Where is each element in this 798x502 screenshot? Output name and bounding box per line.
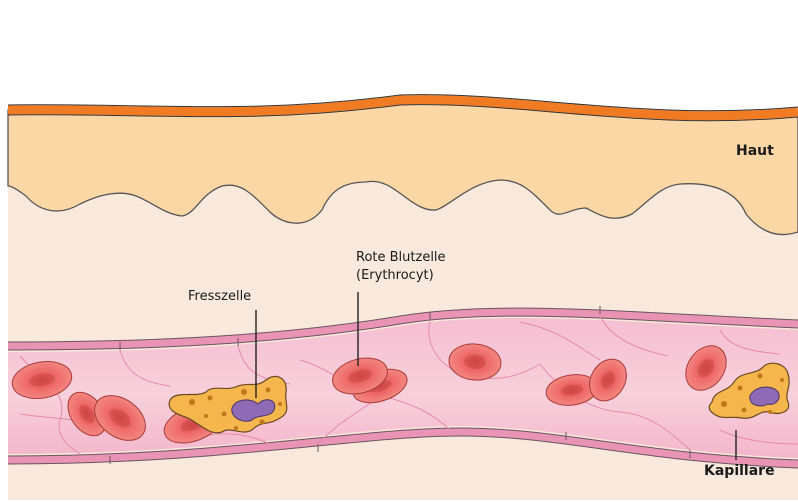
rbc bbox=[11, 361, 73, 399]
epidermis-outline-bottom bbox=[7, 104, 798, 122]
rbc bbox=[332, 357, 388, 395]
rbc bbox=[685, 345, 727, 391]
epidermis-outline-top bbox=[7, 94, 798, 112]
phagocyte bbox=[708, 362, 790, 419]
label-phagocyte: Fresszelle bbox=[188, 289, 252, 304]
epidermis-band bbox=[7, 95, 798, 121]
label-erythrocyte: (Erythrocyt) bbox=[356, 268, 434, 283]
callout-lines bbox=[255, 292, 737, 460]
rbc bbox=[589, 358, 627, 402]
label-skin: Haut bbox=[736, 143, 774, 159]
red-blood-cells bbox=[11, 343, 727, 444]
rbc bbox=[448, 343, 502, 381]
capillary-wall-bottom bbox=[7, 427, 798, 468]
label-capillary: Kapillare bbox=[704, 463, 775, 479]
rbc bbox=[94, 395, 146, 441]
phagocyte bbox=[168, 375, 288, 434]
capillary-wall-top bbox=[7, 308, 798, 350]
label-red-blood-cell: Rote Blutzelle bbox=[356, 250, 446, 265]
